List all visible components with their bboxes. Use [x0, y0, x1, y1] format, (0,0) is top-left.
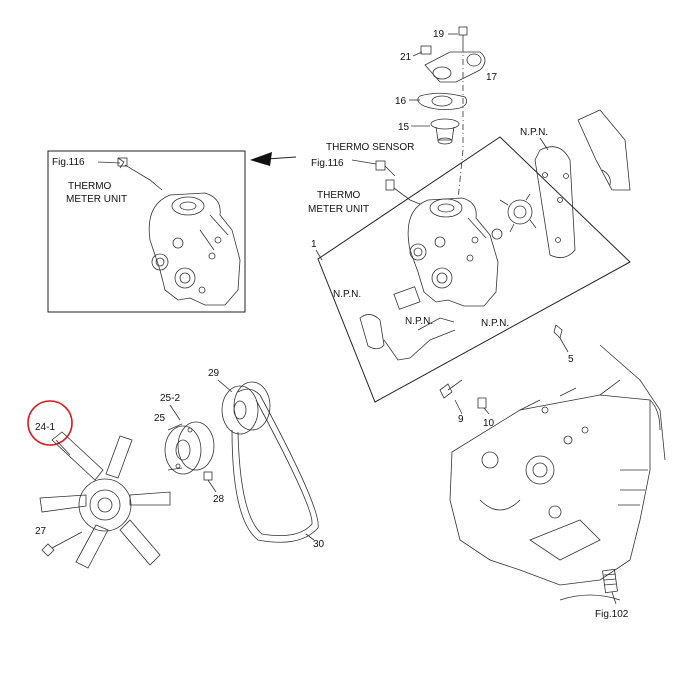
- main-thermostat-housing: [407, 197, 499, 307]
- part-28-label: 28: [213, 494, 225, 505]
- inset-sensor-plug: [117, 157, 128, 167]
- part-5-bolt: [553, 324, 563, 339]
- main-sensor: [351, 159, 421, 205]
- part-27-bolt: [41, 543, 55, 557]
- bypass-pipe: [359, 286, 456, 361]
- part-1-label: 1: [311, 239, 317, 250]
- fig-102-ref: Fig.102: [595, 609, 629, 620]
- part-1-leader: [315, 249, 323, 261]
- part-28-bolt: [203, 471, 217, 493]
- crank-pulley: [221, 381, 271, 435]
- water-pump: [491, 146, 576, 258]
- stud-bolt: [602, 568, 618, 605]
- part-21-label: 21: [400, 52, 412, 63]
- npn-label-3: N.P.N.: [405, 316, 433, 327]
- inset-fig-ref: Fig.116: [52, 157, 85, 168]
- npn-label-4: N.P.N.: [481, 318, 509, 329]
- part-10-label: 10: [483, 418, 495, 429]
- part-30-label: 30: [313, 539, 325, 550]
- npn-label-1: N.P.N.: [520, 127, 548, 138]
- part-17-label: 17: [486, 72, 498, 83]
- engine-block: [449, 344, 666, 601]
- part-15-label: 15: [398, 122, 410, 133]
- part-21-bolt: [420, 45, 432, 55]
- part-25-label: 25: [154, 413, 166, 424]
- part-24-1-label: 24-1: [35, 422, 55, 433]
- npn-label-2: N.P.N.: [333, 289, 361, 300]
- part-5-label: 5: [568, 354, 574, 365]
- inset-box: Fig.116 THERMO METER UNIT: [47, 150, 246, 313]
- top-parts-stack: 19 21 17 16 15: [395, 26, 498, 201]
- main-frame: [317, 136, 631, 403]
- drive-belt: [231, 388, 319, 543]
- part-19-bolt-head: [458, 26, 468, 36]
- bracket-plate: [577, 109, 631, 191]
- fan-pulley: [164, 421, 215, 475]
- inset-title-line2: METER UNIT: [66, 194, 127, 205]
- part-16-gasket: [417, 92, 468, 110]
- part-17-outlet: [424, 51, 486, 83]
- inset-arrow-head: [250, 152, 272, 166]
- part-19-label: 19: [433, 29, 445, 40]
- thermo-sensor-label: THERMO SENSOR: [326, 142, 414, 153]
- part-16-label: 16: [395, 96, 407, 107]
- part-10-nut: [477, 397, 487, 409]
- inset-title-line1: THERMO: [68, 181, 112, 192]
- part-25-2-label: 25-2: [160, 393, 180, 404]
- pump-cover-plate: [534, 146, 576, 258]
- main-assembly-box: 1: [311, 136, 631, 403]
- inset-thermostat-housing: [148, 192, 241, 306]
- highlight-circle: [27, 400, 73, 446]
- cooling-fan: [39, 431, 171, 569]
- stack-centerline: [457, 46, 464, 201]
- inset-frame: [47, 150, 246, 313]
- part-15-thermostat: [430, 118, 460, 130]
- main-unit-line2: METER UNIT: [308, 204, 369, 215]
- main-unit-line1: THERMO: [317, 190, 361, 201]
- main-fig-ref: Fig.116: [311, 158, 344, 169]
- part-9-label: 9: [458, 414, 464, 425]
- part-29-label: 29: [208, 368, 220, 379]
- part-27-label: 27: [35, 526, 47, 537]
- part-9-bolt: [439, 379, 463, 399]
